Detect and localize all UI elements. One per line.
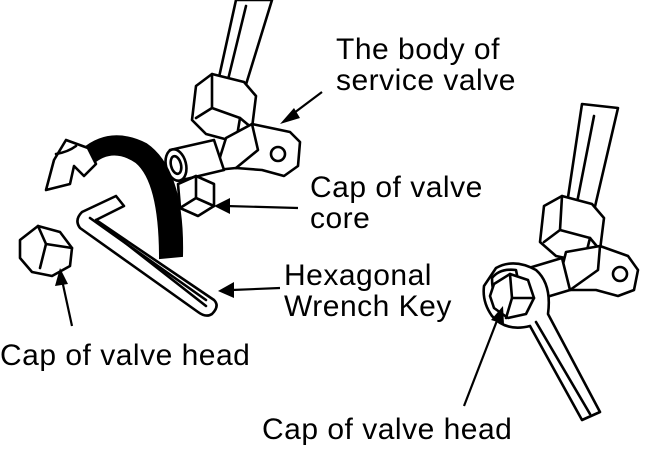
leader-valve-core-cap bbox=[214, 198, 299, 214]
left-valve-head-cap bbox=[18, 224, 74, 278]
right-valve-head-cap-label: Cap of valve head bbox=[262, 414, 512, 445]
hex-wrench-key-label: Hexagonal Wrench Key bbox=[284, 260, 452, 322]
left-service-port bbox=[164, 138, 226, 183]
service-valve-body-label: The body of service valve bbox=[336, 34, 516, 96]
left-valve-head-cap-text: Cap of valve head bbox=[0, 339, 251, 372]
left-valve-body bbox=[214, 122, 302, 178]
right-valve-head-cap bbox=[488, 272, 536, 320]
valve-core-cap-label-line2: core bbox=[310, 202, 371, 235]
hex-wrench-key-label-line2: Wrench Key bbox=[284, 290, 452, 323]
right-service-valve bbox=[520, 102, 640, 304]
valve-core-cap bbox=[176, 174, 216, 218]
valve-core-cap-label: Cap of valve core bbox=[310, 172, 483, 234]
leader-service-valve-body bbox=[280, 91, 323, 124]
right-valve-head-cap-text: Cap of valve head bbox=[262, 413, 513, 446]
left-flare-nut bbox=[190, 72, 258, 144]
leader-left-valve-head-cap bbox=[55, 268, 74, 327]
service-valve-body-label-line1: The body of bbox=[336, 33, 500, 66]
left-service-valve bbox=[164, 0, 302, 218]
leader-hex-wrench-key bbox=[218, 282, 281, 298]
leader-right-valve-head-cap bbox=[462, 306, 504, 407]
hex-wrench-key-label-line1: Hexagonal bbox=[284, 259, 432, 292]
curved-arrow-icon bbox=[44, 135, 184, 260]
valve-core-cap-label-line1: Cap of valve bbox=[310, 171, 483, 204]
hex-wrench-key-icon bbox=[76, 194, 218, 317]
service-valve-body-label-line2: service valve bbox=[336, 64, 516, 97]
left-valve-head-cap-label: Cap of valve head bbox=[0, 340, 250, 371]
